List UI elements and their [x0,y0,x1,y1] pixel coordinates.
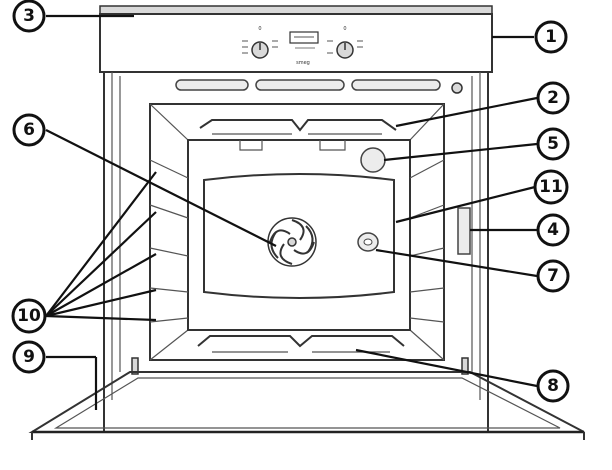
control-panel-details: 0 0 smeg [242,26,363,66]
cavity-back-wall [187,139,411,331]
callout-7: 7 [536,259,570,293]
top-trim [99,5,493,15]
callout-9: 9 [12,340,46,374]
callout-9-label: 9 [23,347,35,367]
callout-1: 1 [534,20,568,54]
callout-3: 3 [12,0,46,33]
callout-11-label: 11 [539,177,563,197]
brand-logo-text: smeg [296,60,310,66]
cooling-vents [175,79,441,91]
left-hinge [131,357,139,375]
right-hinge [461,357,469,375]
callout-1-label: 1 [545,27,557,47]
callout-10: 10 [11,298,47,334]
callout-11: 11 [533,169,569,205]
left-knob-label: 0 [258,26,261,32]
side-window [457,207,471,255]
lower-heating-element [197,335,405,353]
callout-6-label: 6 [23,120,35,140]
callout-5: 5 [536,127,570,161]
callout-10-label: 10 [17,306,41,326]
callout-3-label: 3 [23,6,35,26]
right-knob-label: 0 [343,26,346,32]
callout-8: 8 [536,369,570,403]
callout-8-label: 8 [547,376,559,396]
right-side-rails [409,159,445,323]
callout-2-label: 2 [547,88,559,108]
top-heating-element [199,119,397,151]
callout-2: 2 [536,81,570,115]
fan [267,217,317,267]
oven-body: 0 0 smeg [28,5,585,440]
callout-5-label: 5 [547,134,559,154]
oven-door [28,371,585,440]
leader-lines [45,14,538,410]
back-panel [203,173,395,299]
callout-6: 6 [12,113,46,147]
probe-socket [357,232,379,252]
callout-4: 4 [536,213,570,247]
callout-4-label: 4 [547,220,559,240]
oven-light [360,147,386,173]
left-side-rails [149,159,189,323]
door-switch [451,82,463,94]
control-panel [99,13,493,73]
callout-7-label: 7 [547,266,559,286]
